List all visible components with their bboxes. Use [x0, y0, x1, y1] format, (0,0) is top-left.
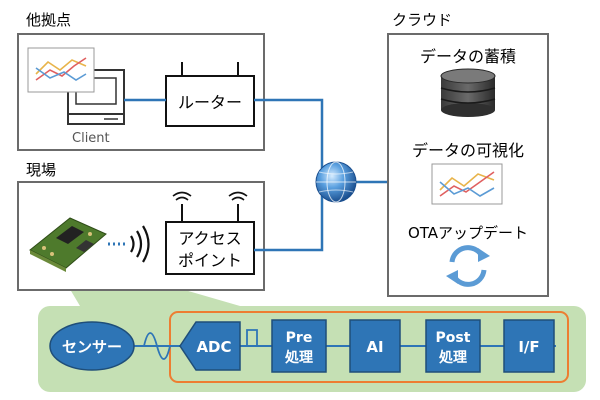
internet-globe-icon — [315, 161, 357, 203]
interface-block — [503, 319, 555, 373]
visualization-label: データの可視化 — [412, 141, 524, 160]
router-label: ルーター — [178, 93, 242, 112]
adc-label: ADC — [196, 338, 231, 356]
visualization-chart-icon — [431, 163, 503, 205]
sensor-label: センサー — [62, 338, 122, 356]
wireless-waves-icon — [130, 225, 150, 263]
adc-block — [179, 321, 241, 371]
post-processing-block — [425, 319, 481, 373]
storage-label: データの蓄積 — [420, 47, 516, 66]
ota-label: OTAアップデート — [408, 224, 528, 242]
access-point-icon — [165, 191, 255, 275]
ap-label-line1: アクセス — [178, 229, 241, 248]
ai-block — [349, 319, 401, 373]
router-globe-link — [254, 98, 324, 168]
client-label: Client — [72, 131, 110, 146]
post-label-line2: 処理 — [438, 349, 467, 366]
digital-signal-icon — [246, 329, 264, 347]
database-icon — [440, 68, 496, 117]
refresh-cycle-icon — [446, 245, 490, 287]
interface-label: I/F — [518, 338, 539, 356]
router-icon — [165, 62, 255, 127]
pre-label-line2: 処理 — [284, 349, 313, 366]
client-computer-icon — [67, 69, 125, 125]
field-site-title: 現場 — [26, 161, 56, 179]
ap-globe-link — [254, 196, 324, 252]
circuit-board-icon — [29, 217, 107, 272]
post-label-line1: Post — [436, 330, 471, 346]
cloud-title: クラウド — [392, 11, 452, 29]
ai-label: AI — [366, 338, 383, 356]
client-chart-icon — [27, 47, 95, 93]
remote-site-title: 他拠点 — [26, 11, 71, 29]
sensor-node — [49, 321, 135, 371]
analog-signal-icon — [143, 332, 171, 360]
pre-processing-block — [271, 319, 327, 373]
ap-label-line2: ポイント — [178, 251, 242, 270]
pre-label-line1: Pre — [286, 330, 313, 346]
